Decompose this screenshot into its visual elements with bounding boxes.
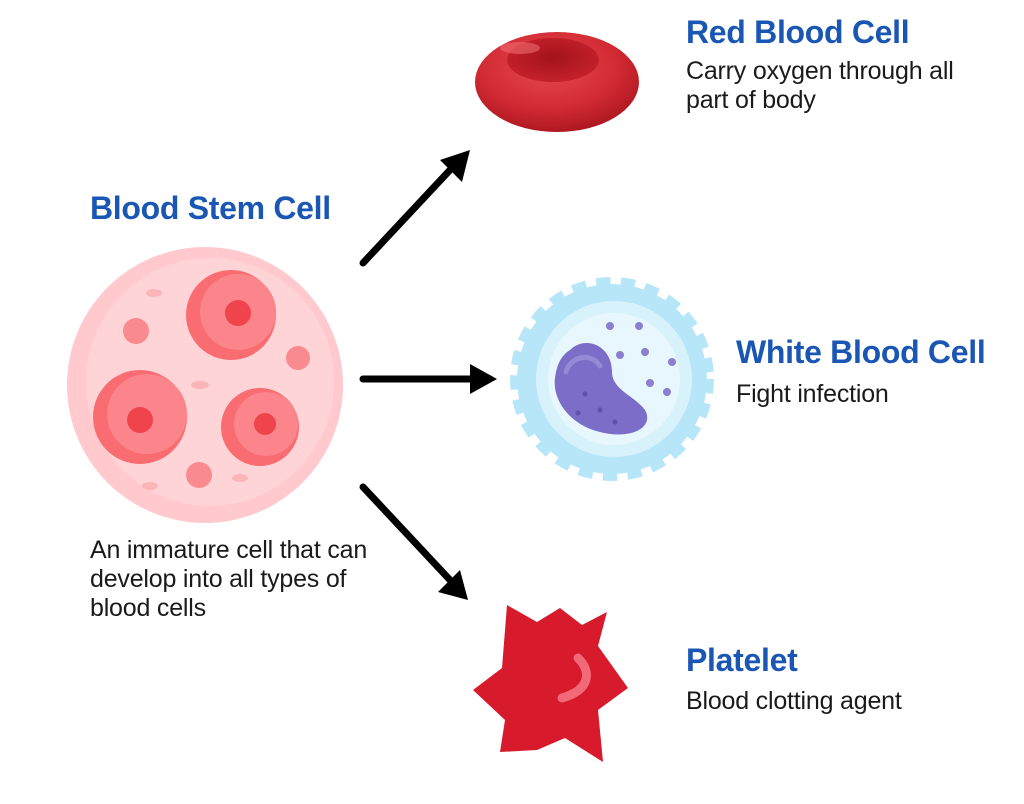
red-blood-cell-description: Carry oxygen through all part of body — [686, 57, 954, 114]
stem-cell-title: Blood Stem Cell — [90, 190, 331, 226]
arrow-to-red-blood-cell — [359, 150, 470, 267]
white-blood-cell-description: Fight infection — [736, 380, 889, 408]
blood-stem-cell-icon — [67, 247, 343, 523]
platelet-title: Platelet — [686, 642, 798, 678]
white-blood-cell-title: White Blood Cell — [736, 334, 986, 370]
red-blood-cell-icon — [475, 32, 639, 132]
red-blood-cell-title: Red Blood Cell — [686, 14, 910, 50]
arrow-to-platelet — [359, 483, 468, 600]
white-blood-cell-icon — [510, 277, 714, 481]
platelet-description: Blood clotting agent — [686, 687, 902, 715]
arrow-to-white-blood-cell — [359, 364, 497, 394]
stem-cell-description: An immature cell that can develop into a… — [90, 536, 368, 622]
platelet-icon — [473, 605, 628, 762]
